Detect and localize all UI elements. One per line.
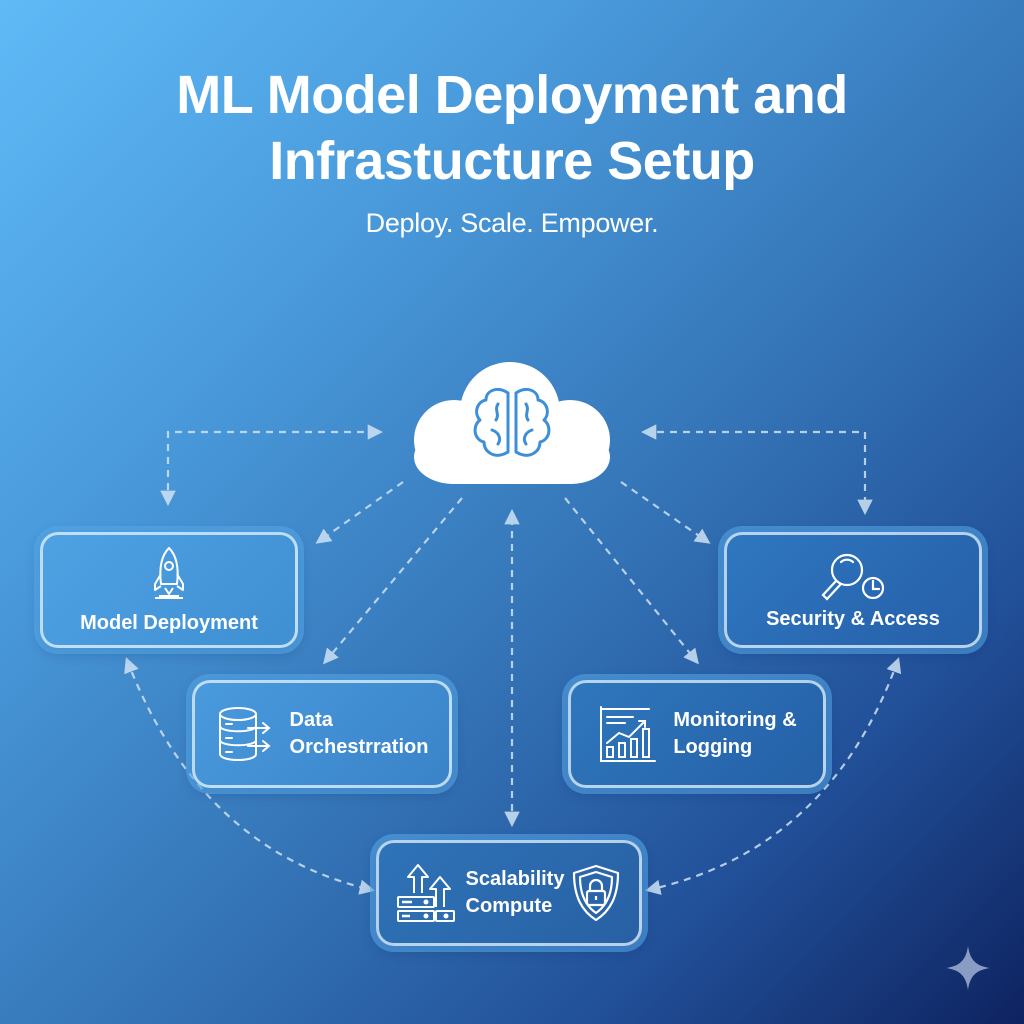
shield-lock-icon — [573, 864, 620, 922]
node-label-line-1: Scalability — [465, 868, 565, 890]
sparkle-icon — [946, 946, 990, 990]
connector-security-scale-arc — [644, 657, 902, 895]
node-scalability-compute[interactable]: Scalability Compute — [376, 840, 642, 946]
connector-hub-to-monitoring — [564, 497, 699, 665]
node-monitoring-logging[interactable]: Monitoring & Logging — [568, 680, 826, 788]
connector-hub-deploy-elbow — [160, 424, 384, 507]
node-label-line-2: Compute — [465, 895, 553, 917]
connector-hub-to-deploy — [315, 481, 404, 544]
title-line-1: ML Model Deployment and — [176, 65, 848, 125]
connector-hub-to-security — [620, 481, 711, 544]
node-label-line-2: Orchestrration — [289, 736, 429, 758]
database-arrows-icon — [218, 707, 271, 761]
subtitle: Deploy. Scale. Empower. — [365, 208, 659, 238]
node-label: Security & Access — [766, 607, 940, 630]
node-label-line-1: Data — [289, 709, 333, 731]
connector-hub-to-data — [323, 497, 463, 665]
node-model-deployment[interactable]: Model Deployment — [40, 532, 298, 648]
brain-icon — [473, 388, 551, 457]
node-data-orchestration[interactable]: Data Orchestrration — [192, 680, 452, 788]
cloud-icon — [414, 362, 610, 484]
title-line-2: Infrastucture Setup — [269, 131, 755, 191]
bar-chart-trend-icon — [600, 706, 657, 762]
rocket-icon — [154, 546, 184, 599]
node-label: Monitoring & Logging — [673, 707, 796, 761]
node-label-line-2: Logging — [673, 736, 753, 758]
server-arrows-icon — [396, 864, 455, 922]
connector-deploy-scale-arc — [124, 657, 375, 895]
node-label: Data Orchestrration — [290, 707, 429, 761]
magnifier-clock-icon — [821, 553, 885, 601]
cloud-hub — [414, 362, 610, 484]
node-label: Scalability Compute — [466, 866, 565, 920]
node-label: Model Deployment — [80, 611, 258, 634]
page-title: ML Model Deployment and Infrastucture Se… — [0, 62, 1024, 194]
node-label-line-1: Monitoring & — [673, 709, 797, 731]
connector-hub-security-elbow — [640, 424, 873, 516]
node-security-access[interactable]: Security & Access — [724, 532, 982, 648]
